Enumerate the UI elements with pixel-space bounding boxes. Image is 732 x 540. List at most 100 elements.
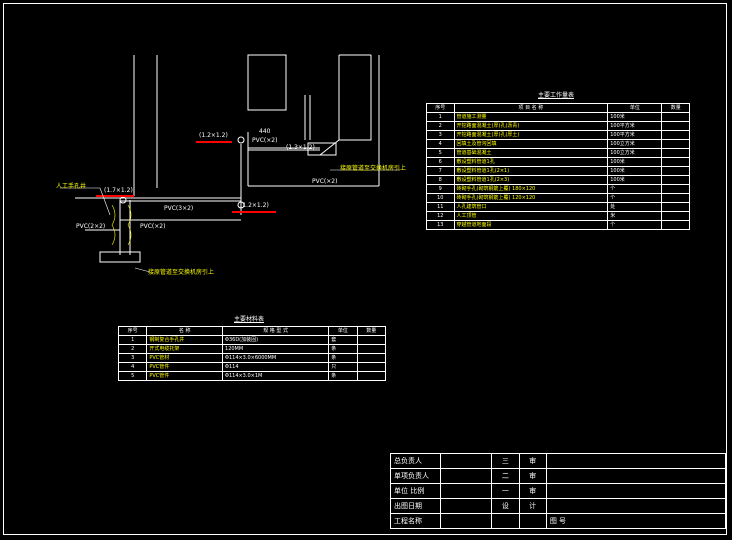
- work-table-cell: [661, 148, 690, 158]
- title-block-row: 单位 比例一审: [390, 483, 727, 499]
- material-table-cell: 开式电缆托架: [146, 344, 224, 354]
- material-table-cell: PVC管材: [146, 353, 224, 363]
- work-table-cell: 人工顶管: [453, 211, 609, 221]
- building-block-b: [338, 55, 372, 141]
- work-table-cell: [661, 139, 690, 149]
- material-table-cell: 条: [328, 353, 358, 363]
- label-dim-box: (1.3×1.2): [286, 144, 315, 151]
- work-table-cell: 管道施工测量: [453, 112, 609, 122]
- title-block-cell: 出图日期: [390, 498, 441, 514]
- work-table-cell: 12: [426, 211, 455, 221]
- title-block-cell: 工程名称: [390, 513, 441, 529]
- work-table-cell: 穿越管道地面段: [453, 220, 609, 230]
- work-table-cell: 100米: [607, 166, 663, 176]
- material-table-cell: PVC管件: [146, 362, 224, 372]
- work-table-cell: 100立方米: [607, 148, 663, 158]
- work-table-cell: 回填土及管沟回填: [453, 139, 609, 149]
- work-table-header-3: 数量: [661, 103, 690, 113]
- work-table-cell: 开挖路面混凝土(厚)孔(沥青): [453, 121, 609, 131]
- work-table-cell: [661, 157, 690, 167]
- title-block: 总负责人三审单项负责人二审单位 比例一审出图日期设计工程名称图 号: [390, 453, 727, 529]
- work-table-cell: 个: [607, 220, 663, 230]
- title-block-row: 总负责人 三审: [390, 453, 727, 469]
- work-table-cell: 100立方米: [607, 139, 663, 149]
- title-block-cell: 审: [518, 453, 547, 469]
- material-table-header-2: 规 格 型 式: [222, 326, 330, 336]
- manhole-box-right: [307, 142, 337, 156]
- work-table-cell: 管道基础混凝土: [453, 148, 609, 158]
- material-table-header-1: 名 称: [146, 326, 224, 336]
- label-pvc-main: PVC(3×2): [164, 205, 194, 212]
- work-table-cell: [661, 112, 690, 122]
- material-table-cell: [356, 335, 387, 345]
- work-table-cell: 100米: [607, 175, 663, 185]
- work-table-header-0: 序号: [426, 103, 455, 113]
- dashed-curve-1: [111, 204, 116, 246]
- title-block-cell: 图 号: [545, 513, 727, 529]
- material-table-cell: PVC管件: [146, 371, 224, 381]
- title-block-cell: 设: [491, 498, 520, 514]
- work-table-cell: 敷设塑料管道1孔(2×1): [453, 166, 609, 176]
- label-dim-mid: (1.2×1.2): [240, 202, 269, 209]
- work-table-cell: [661, 121, 690, 131]
- title-block-cell: 二: [491, 468, 520, 484]
- work-table-cell: [661, 202, 690, 212]
- material-table-cell: Φ114×3.0×1M: [222, 371, 330, 381]
- label-note-right: 接原管道至交换机房引上: [340, 165, 407, 172]
- drawing-frame: [3, 3, 727, 535]
- work-table-cell: 13: [426, 220, 455, 230]
- material-table-cell: 1: [117, 335, 148, 345]
- material-table-cell: 5: [117, 371, 148, 381]
- work-table-cell: 砖砌手孔(砌筑钢筋上覆) 180×120: [453, 184, 609, 194]
- material-table-cell: [356, 353, 387, 363]
- material-table-cell: 120MM: [222, 344, 330, 354]
- work-table-cell: 1: [426, 112, 455, 122]
- material-table-cell: 钢制复合手孔井: [146, 335, 224, 345]
- material-table-cell: [356, 371, 387, 381]
- title-block-cell: [545, 468, 727, 484]
- title-block-cell: [439, 483, 493, 499]
- work-table-cell: 3: [426, 130, 455, 140]
- work-table-cell: 米: [607, 211, 663, 221]
- title-block-cell: [439, 468, 493, 484]
- work-table-cell: 8: [426, 175, 455, 185]
- label-pvc-left2: PVC(×2): [140, 223, 166, 230]
- material-table-cell: 只: [328, 362, 358, 372]
- title-block-cell: [439, 513, 493, 529]
- material-table-header-4: 数量: [356, 326, 387, 336]
- work-table-cell: 100平方米: [607, 121, 663, 131]
- title-block-cell: 总负责人: [390, 453, 441, 469]
- work-table-cell: 100米: [607, 157, 663, 167]
- work-table-cell: 10: [426, 193, 455, 203]
- work-table-cell: [661, 130, 690, 140]
- material-table-cell: Φ114×3.0×6000MM: [222, 353, 330, 363]
- title-block-cell: 三: [491, 453, 520, 469]
- work-table-cell: 处: [607, 202, 663, 212]
- title-block-cell: 一: [491, 483, 520, 499]
- work-table-cell: 5: [426, 148, 455, 158]
- manhole-node-1: [237, 136, 245, 144]
- work-table-cell: 100米: [607, 112, 663, 122]
- title-block-cell: [518, 513, 547, 529]
- label-distance: 440: [259, 128, 271, 135]
- material-table-cell: 4: [117, 362, 148, 372]
- label-pvc-bottom: PVC(×2): [312, 178, 338, 185]
- label-pvc-left: PVC(2×2): [76, 223, 106, 230]
- material-table-title: 主要材料表: [234, 316, 265, 323]
- building-block-a: [247, 54, 287, 111]
- work-table-cell: 11: [426, 202, 455, 212]
- title-block-cell: 计: [518, 498, 547, 514]
- work-table-cell: [661, 175, 690, 185]
